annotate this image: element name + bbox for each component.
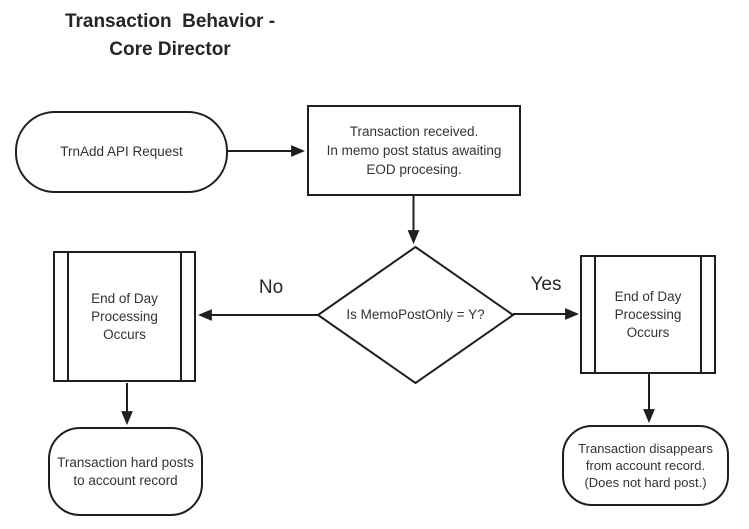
node-disappears-label: Transaction disappears from account reco… bbox=[578, 441, 713, 490]
edge-label-no: No bbox=[258, 277, 284, 298]
node-eod-right-label: End of Day Processing Occurs bbox=[614, 288, 682, 340]
predefined-process-bar bbox=[594, 257, 596, 372]
predefined-process-bar bbox=[700, 257, 702, 372]
node-disappears-terminator: Transaction disappears from account reco… bbox=[562, 425, 729, 506]
node-eod-left-predefined-process: End of Day Processing Occurs bbox=[53, 251, 196, 382]
node-hard-posts-label: Transaction hard posts to account record bbox=[57, 454, 194, 488]
diagram-title: Transaction Behavior - Core Director bbox=[64, 11, 276, 60]
node-eod-left-label: End of Day Processing Occurs bbox=[91, 290, 158, 342]
node-start-label: TrnAdd API Request bbox=[60, 144, 183, 159]
node-decision-label: Is MemoPostOnly = Y? bbox=[346, 307, 485, 322]
decision-diamond bbox=[316, 245, 515, 385]
predefined-process-bar bbox=[67, 253, 69, 380]
node-start-terminator: TrnAdd API Request bbox=[15, 111, 228, 193]
edge-label-yes: Yes bbox=[530, 274, 562, 295]
node-eod-right-predefined-process: End of Day Processing Occurs bbox=[580, 255, 716, 374]
node-hard-posts-terminator: Transaction hard posts to account record bbox=[48, 427, 203, 516]
predefined-process-bar bbox=[180, 253, 182, 380]
node-received-label: Transaction received. In memo post statu… bbox=[326, 124, 502, 177]
node-received-process: Transaction received. In memo post statu… bbox=[307, 105, 521, 196]
